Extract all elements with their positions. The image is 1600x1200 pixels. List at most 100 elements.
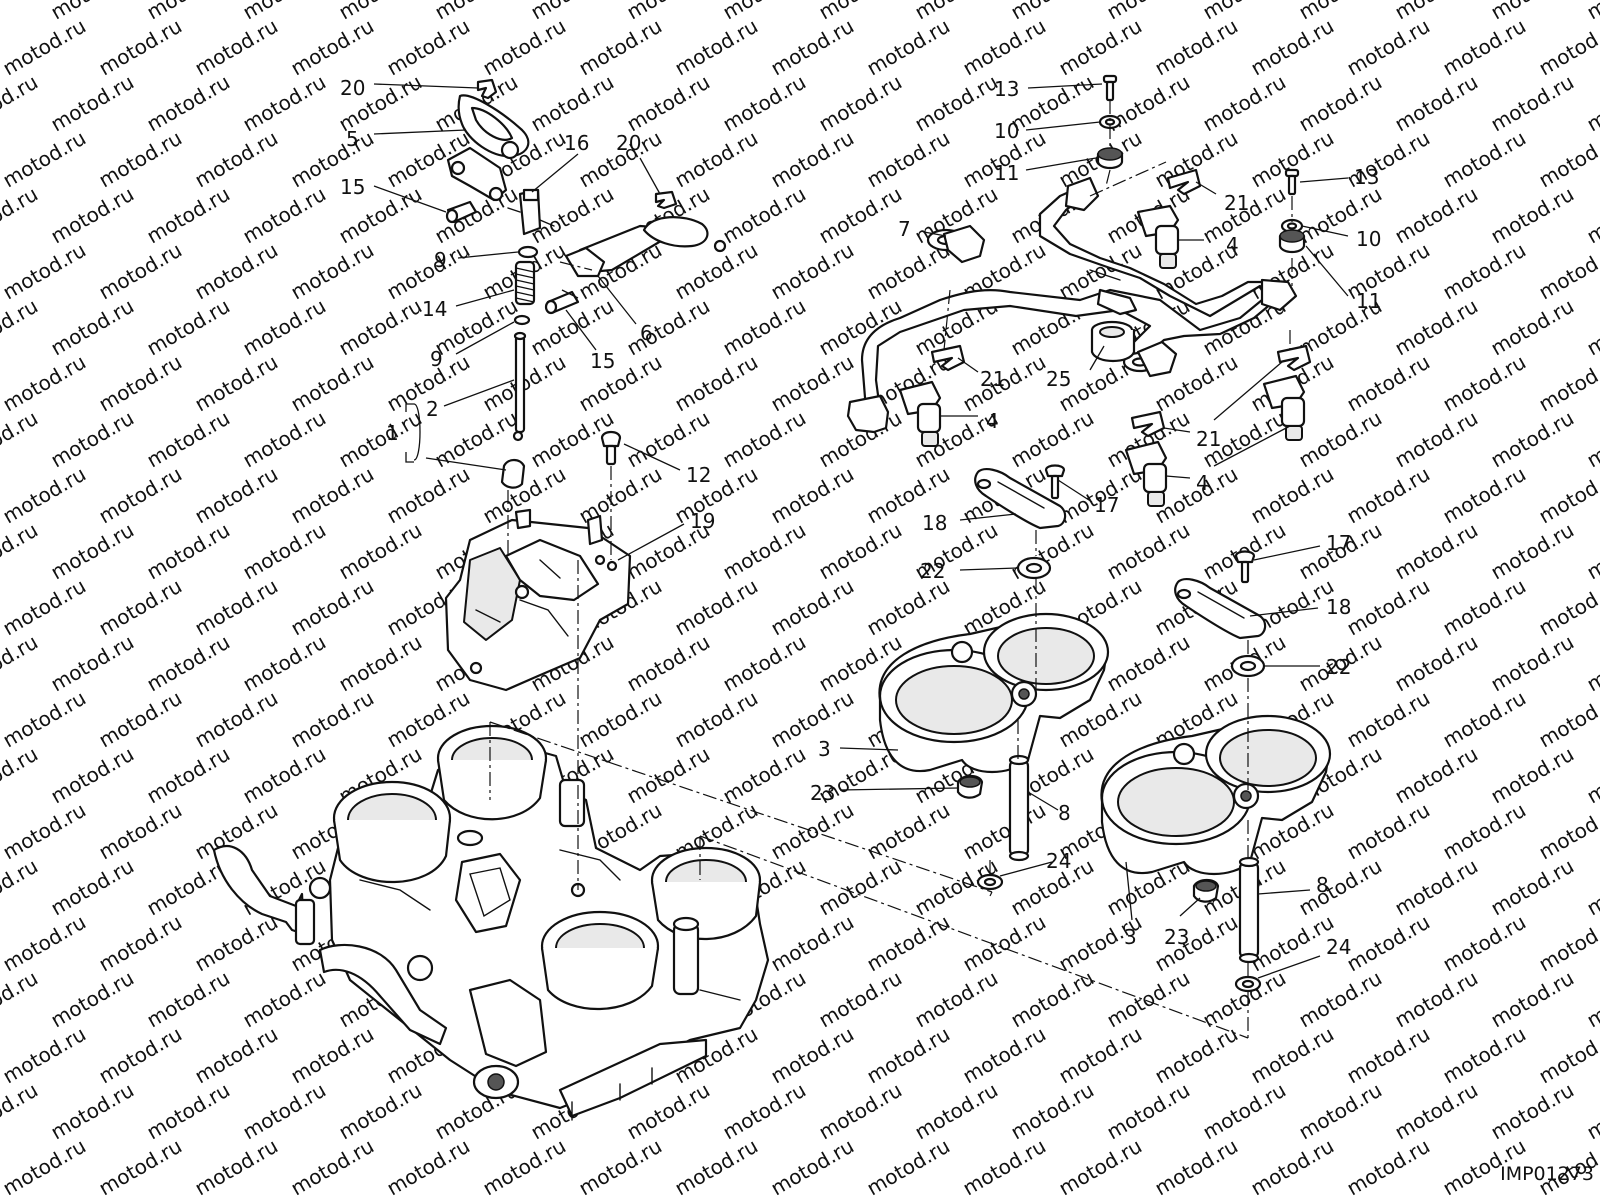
watermark-text: motod.ru <box>959 1134 1050 1200</box>
watermark-text: motod.ru <box>1535 350 1600 417</box>
watermark-text: motod.ru <box>0 966 42 1033</box>
callout-4-bottom: 4 <box>1196 471 1209 495</box>
callout-15-top: 15 <box>340 175 365 199</box>
watermark-text: motod.ru <box>671 1134 762 1200</box>
watermark-text: motod.ru <box>383 238 474 305</box>
watermark-text: motod.ru <box>767 1134 858 1200</box>
watermark-text: motod.ru <box>47 182 138 249</box>
throttle-bracket-19 <box>444 430 632 692</box>
watermark-text: motod.ru <box>1007 966 1098 1033</box>
watermark-text: motod.ru <box>815 70 906 137</box>
watermark-text: motod.ru <box>1487 0 1578 24</box>
watermark-text: motod.ru <box>767 798 858 865</box>
watermark-text: motod.ru <box>1535 910 1600 977</box>
callout-18-right: 18 <box>1326 595 1351 619</box>
callout-21-left: 21 <box>980 367 1005 391</box>
watermark-text: motod.ru <box>239 518 330 585</box>
callout-9-top: 9 <box>434 248 447 272</box>
watermark-text: motod.ru <box>95 686 186 753</box>
watermark-text: motod.ru <box>287 350 378 417</box>
watermark-text: motod.ru <box>911 0 1002 24</box>
watermark-text: motod.ru <box>1391 854 1482 921</box>
watermark-text: motod.ru <box>0 238 90 305</box>
watermark-text: motod.ru <box>0 686 90 753</box>
watermark-text: motod.ru <box>767 686 858 753</box>
watermark-text: motod.ru <box>0 406 42 473</box>
watermark-text: motod.ru <box>863 1022 954 1089</box>
watermark-text: motod.ru <box>767 14 858 81</box>
watermark-text: motod.ru <box>1151 1022 1242 1089</box>
watermark-text: motod.ru <box>1295 966 1386 1033</box>
watermark-text: motod.ru <box>815 966 906 1033</box>
callout-11-top: 11 <box>994 161 1019 185</box>
watermark-text: motod.ru <box>335 630 426 697</box>
watermark-text: motod.ru <box>1583 0 1600 24</box>
watermark-text: motod.ru <box>239 1078 330 1145</box>
watermark-text: motod.ru <box>0 294 42 361</box>
watermark-text: motod.ru <box>0 1022 90 1089</box>
watermark-text: motod.ru <box>1055 14 1146 81</box>
watermark-text: motod.ru <box>95 798 186 865</box>
watermark-text: motod.ru <box>143 70 234 137</box>
watermark-text: motod.ru <box>1487 854 1578 921</box>
callout-3-left: 3 <box>818 737 831 761</box>
watermark-text: motod.ru <box>143 1078 234 1145</box>
callout-18-left: 18 <box>922 511 947 535</box>
watermark-text: motod.ru <box>863 798 954 865</box>
watermark-text: motod.ru <box>863 14 954 81</box>
watermark-text: motod.ru <box>0 798 90 865</box>
watermark-text: motod.ru <box>95 238 186 305</box>
callout-23-right: 23 <box>1164 925 1189 949</box>
watermark-text: motod.ru <box>1439 238 1530 305</box>
watermark-text: motod.ru <box>959 14 1050 81</box>
watermark-text: motod.ru <box>1391 630 1482 697</box>
watermark-text: motod.ru <box>1487 294 1578 361</box>
watermark-text: motod.ru <box>1343 910 1434 977</box>
watermark-text: motod.ru <box>0 910 90 977</box>
callout-7: 7 <box>898 217 911 241</box>
callout-24-left: 24 <box>1046 849 1071 873</box>
watermark-text: motod.ru <box>1199 0 1290 24</box>
watermark-text: motod.ru <box>143 966 234 1033</box>
watermark-text: motod.ru <box>1199 70 1290 137</box>
watermark-text: motod.ru <box>911 70 1002 137</box>
watermark-text: motod.ru <box>1439 910 1530 977</box>
callout-17-left: 17 <box>1094 493 1119 517</box>
watermark-text: motod.ru <box>1583 294 1600 361</box>
watermark-text: motod.ru <box>1439 798 1530 865</box>
watermark-text: motod.ru <box>1391 182 1482 249</box>
watermark-text: motod.ru <box>1391 406 1482 473</box>
callout-10-right: 10 <box>1356 227 1381 251</box>
watermark-text: motod.ru <box>191 238 282 305</box>
callout-4-top: 4 <box>1226 233 1239 257</box>
watermark-text: motod.ru <box>623 630 714 697</box>
watermark-text: motod.ru <box>191 1022 282 1089</box>
callout-6: 6 <box>640 321 653 345</box>
callout-14: 14 <box>422 297 447 321</box>
watermark-text: motod.ru <box>143 742 234 809</box>
watermark-text: motod.ru <box>1055 1022 1146 1089</box>
watermark-text: motod.ru <box>287 1022 378 1089</box>
watermark-text: motod.ru <box>767 910 858 977</box>
spring <box>514 260 536 306</box>
watermark-text: motod.ru <box>911 966 1002 1033</box>
callout-17-right: 17 <box>1326 531 1351 555</box>
callout-13-top: 13 <box>994 77 1019 101</box>
watermark-text: motod.ru <box>863 126 954 193</box>
watermark-text: motod.ru <box>191 126 282 193</box>
document-code: IMP01273 <box>1500 1163 1594 1185</box>
injectors-4 <box>898 204 1306 507</box>
watermark-text: motod.ru <box>239 966 330 1033</box>
callout-8-left: 8 <box>1058 801 1071 825</box>
callout-4-left: 4 <box>986 409 999 433</box>
watermark-text: motod.ru <box>1487 742 1578 809</box>
watermark-text: motod.ru <box>1487 406 1578 473</box>
fuel-rail-assembly <box>846 176 1298 434</box>
watermark-text: motod.ru <box>1391 518 1482 585</box>
watermark-text: motod.ru <box>767 462 858 529</box>
air-funnel-right <box>1100 550 1332 993</box>
watermark-text: motod.ru <box>671 574 762 641</box>
callout-1: 1 <box>386 421 399 445</box>
watermark-text: motod.ru <box>1151 1134 1242 1200</box>
watermark-text: motod.ru <box>1247 1022 1338 1089</box>
